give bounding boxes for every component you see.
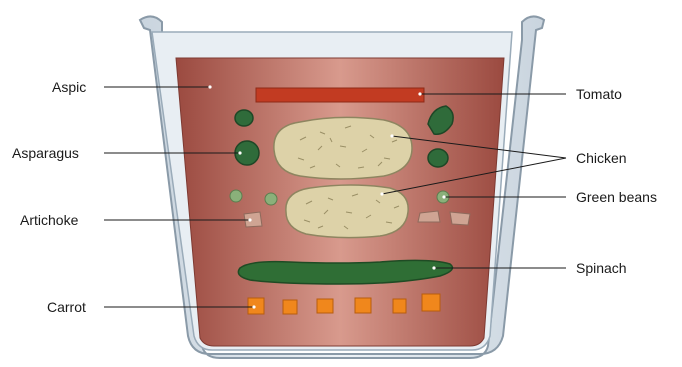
label-aspic: Aspic xyxy=(52,79,86,95)
carrot-cube xyxy=(283,300,297,314)
label-green-beans: Green beans xyxy=(576,189,657,205)
label-carrot: Carrot xyxy=(47,299,86,315)
artichoke-piece xyxy=(450,212,470,225)
label-asparagus: Asparagus xyxy=(12,145,79,161)
carrot-cube xyxy=(355,298,371,313)
green-bean xyxy=(265,193,277,205)
asparagus-piece xyxy=(235,110,253,126)
tomato-slice xyxy=(256,88,424,102)
label-tomato: Tomato xyxy=(576,86,622,102)
carrot-cube xyxy=(393,299,406,313)
chicken-piece-top xyxy=(274,117,412,179)
label-chicken: Chicken xyxy=(576,150,627,166)
green-bean xyxy=(230,190,242,202)
label-artichoke: Artichoke xyxy=(20,212,78,228)
asparagus-piece xyxy=(428,149,448,167)
carrot-cube xyxy=(422,294,440,311)
label-spinach: Spinach xyxy=(576,260,627,276)
artichoke-piece xyxy=(418,211,440,222)
carrot-cube xyxy=(317,299,333,313)
carrot-cube xyxy=(248,298,264,314)
